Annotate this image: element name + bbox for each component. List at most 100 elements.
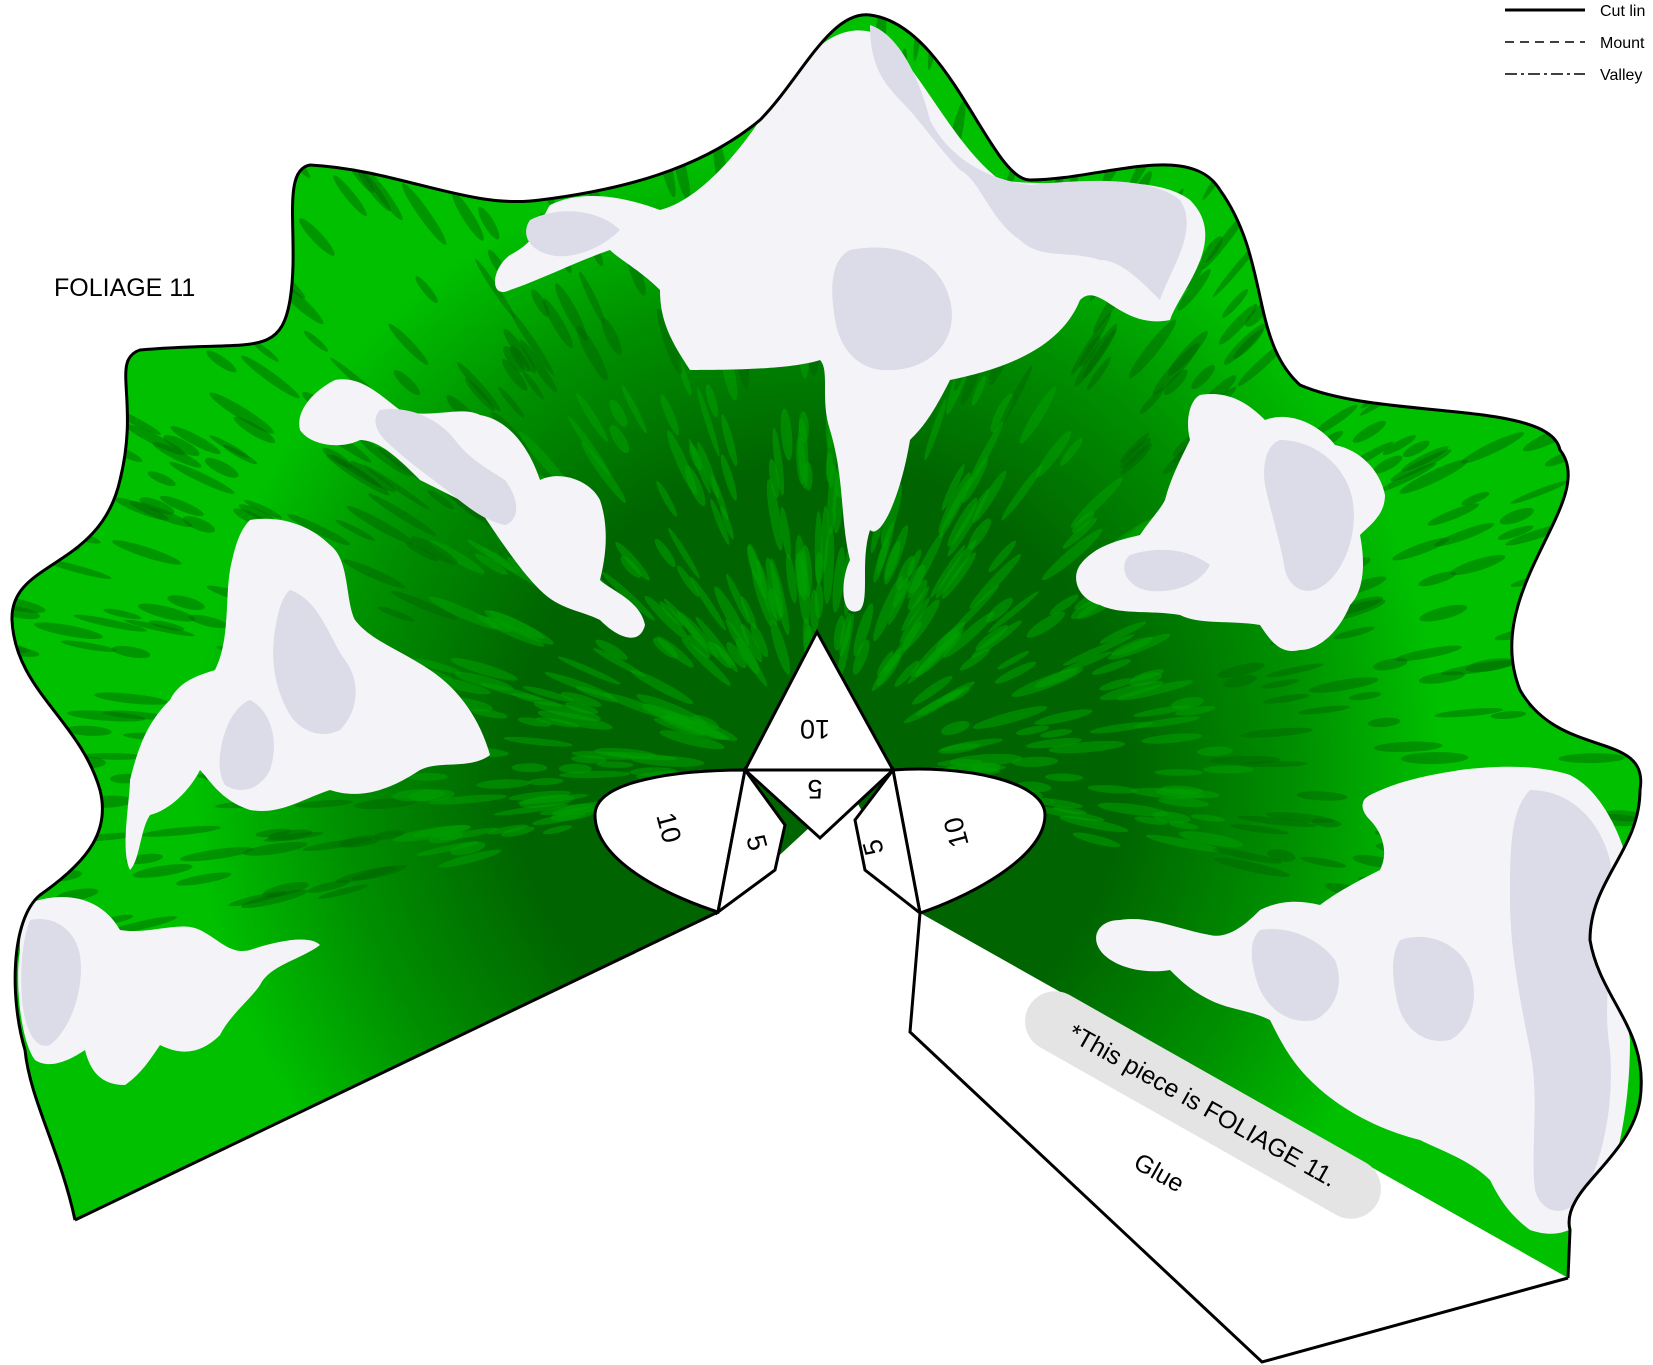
grass-blade — [671, 14, 683, 32]
grass-blade — [346, 505, 415, 545]
grass-blade — [1301, 191, 1356, 250]
grass-blade — [173, 175, 223, 221]
grass-blade — [772, 427, 785, 496]
grass-blade — [303, 330, 328, 352]
grass-blade — [1087, 785, 1138, 794]
grass-blade — [1310, 82, 1339, 119]
grass-blade — [271, 132, 311, 179]
grass-blade — [1152, 343, 1200, 396]
grass-blade — [1011, 756, 1059, 767]
grass-blade — [517, 717, 552, 727]
grass-blade — [11, 429, 30, 455]
grass-blade — [1049, 594, 1079, 615]
grass-blade — [751, 569, 772, 627]
grass-blade — [179, 847, 254, 862]
grass-blade — [93, 692, 168, 705]
grass-blade — [519, 794, 575, 808]
grass-blade — [1175, 705, 1216, 716]
grass-blade — [429, 540, 485, 574]
grass-blade — [560, 691, 602, 707]
grass-blade — [1097, 802, 1169, 817]
grass-blade — [1523, 604, 1571, 620]
grass-blade — [11, 792, 69, 805]
grass-blade — [818, 14, 827, 31]
grass-blade — [342, 81, 372, 121]
grass-blade — [125, 423, 186, 456]
grass-blade — [1593, 486, 1641, 505]
grass-blade — [453, 152, 471, 181]
grass-blade — [452, 192, 484, 241]
grass-blade — [1059, 815, 1129, 833]
valley-fold-left — [717, 769, 746, 913]
grass-blade — [342, 559, 406, 589]
grass-blade — [495, 145, 521, 191]
grass-blade — [876, 651, 894, 676]
grass-blade — [1016, 725, 1050, 735]
grass-blade — [124, 619, 195, 637]
grass-blade — [1033, 806, 1105, 822]
grass-blade — [331, 454, 382, 488]
grass-blade — [972, 470, 1007, 524]
grass-blade — [988, 540, 1016, 573]
grass-blade — [170, 426, 221, 455]
snow-shade-top-2 — [832, 247, 952, 371]
grass-blade — [901, 586, 930, 632]
grass-blade — [814, 583, 824, 619]
grass-blade — [1338, 94, 1387, 152]
snow-shade-top-3 — [526, 211, 620, 257]
grass-blade — [26, 400, 64, 421]
grass-blade — [1311, 818, 1342, 828]
grass-blade — [780, 408, 793, 461]
snow-shade-left-upper — [375, 409, 517, 525]
grass-blade — [60, 640, 117, 652]
grass-blade — [1110, 636, 1154, 656]
grass-blade — [1337, 357, 1377, 387]
grass-blade — [147, 471, 176, 487]
grass-blade — [930, 544, 966, 599]
grass-blade — [480, 546, 540, 586]
grass-blade — [750, 622, 769, 658]
grass-blade — [255, 828, 292, 838]
grass-blade — [450, 841, 486, 856]
grass-blade — [407, 772, 448, 781]
grass-blade — [550, 806, 599, 821]
grass-blade — [827, 464, 837, 536]
grass-blade — [1026, 611, 1066, 638]
grass-blade — [659, 730, 725, 750]
grass-blade — [11, 446, 32, 466]
grass-blade — [1237, 340, 1287, 387]
grass-blade — [1223, 323, 1266, 365]
grass-blade — [1602, 945, 1642, 961]
grass-blade — [1244, 14, 1270, 55]
grass-blade — [11, 762, 49, 772]
grass-blade — [596, 761, 634, 768]
grass-blade — [112, 645, 151, 659]
grass-blade — [287, 514, 351, 546]
grass-blade — [656, 308, 682, 375]
grass-blade — [915, 632, 962, 677]
grass-blade — [794, 552, 806, 597]
grass-blade — [222, 444, 258, 465]
grass-blade — [568, 416, 611, 477]
grass-blade — [191, 183, 238, 226]
grass-blade — [1035, 430, 1072, 478]
grass-blade — [609, 399, 628, 428]
grass-blade — [1332, 626, 1375, 640]
grass-blade — [1070, 477, 1123, 528]
grass-blade — [1059, 651, 1113, 674]
grass-blade — [1086, 357, 1111, 391]
grass-blade — [1132, 669, 1164, 681]
grass-blade — [241, 355, 300, 399]
grass-blade — [549, 14, 565, 20]
grass-blade — [511, 763, 548, 773]
grass-blade — [1373, 741, 1443, 753]
snow-shade-right-upper — [1264, 440, 1354, 591]
grass-blade — [603, 692, 679, 721]
label-left-flap: 5 — [740, 832, 773, 854]
grass-blade — [267, 829, 313, 841]
grass-blade — [263, 831, 324, 842]
grass-blade — [1352, 420, 1386, 443]
grass-blade — [427, 489, 455, 510]
grass-blade — [368, 493, 437, 536]
grass-blade — [475, 614, 545, 647]
